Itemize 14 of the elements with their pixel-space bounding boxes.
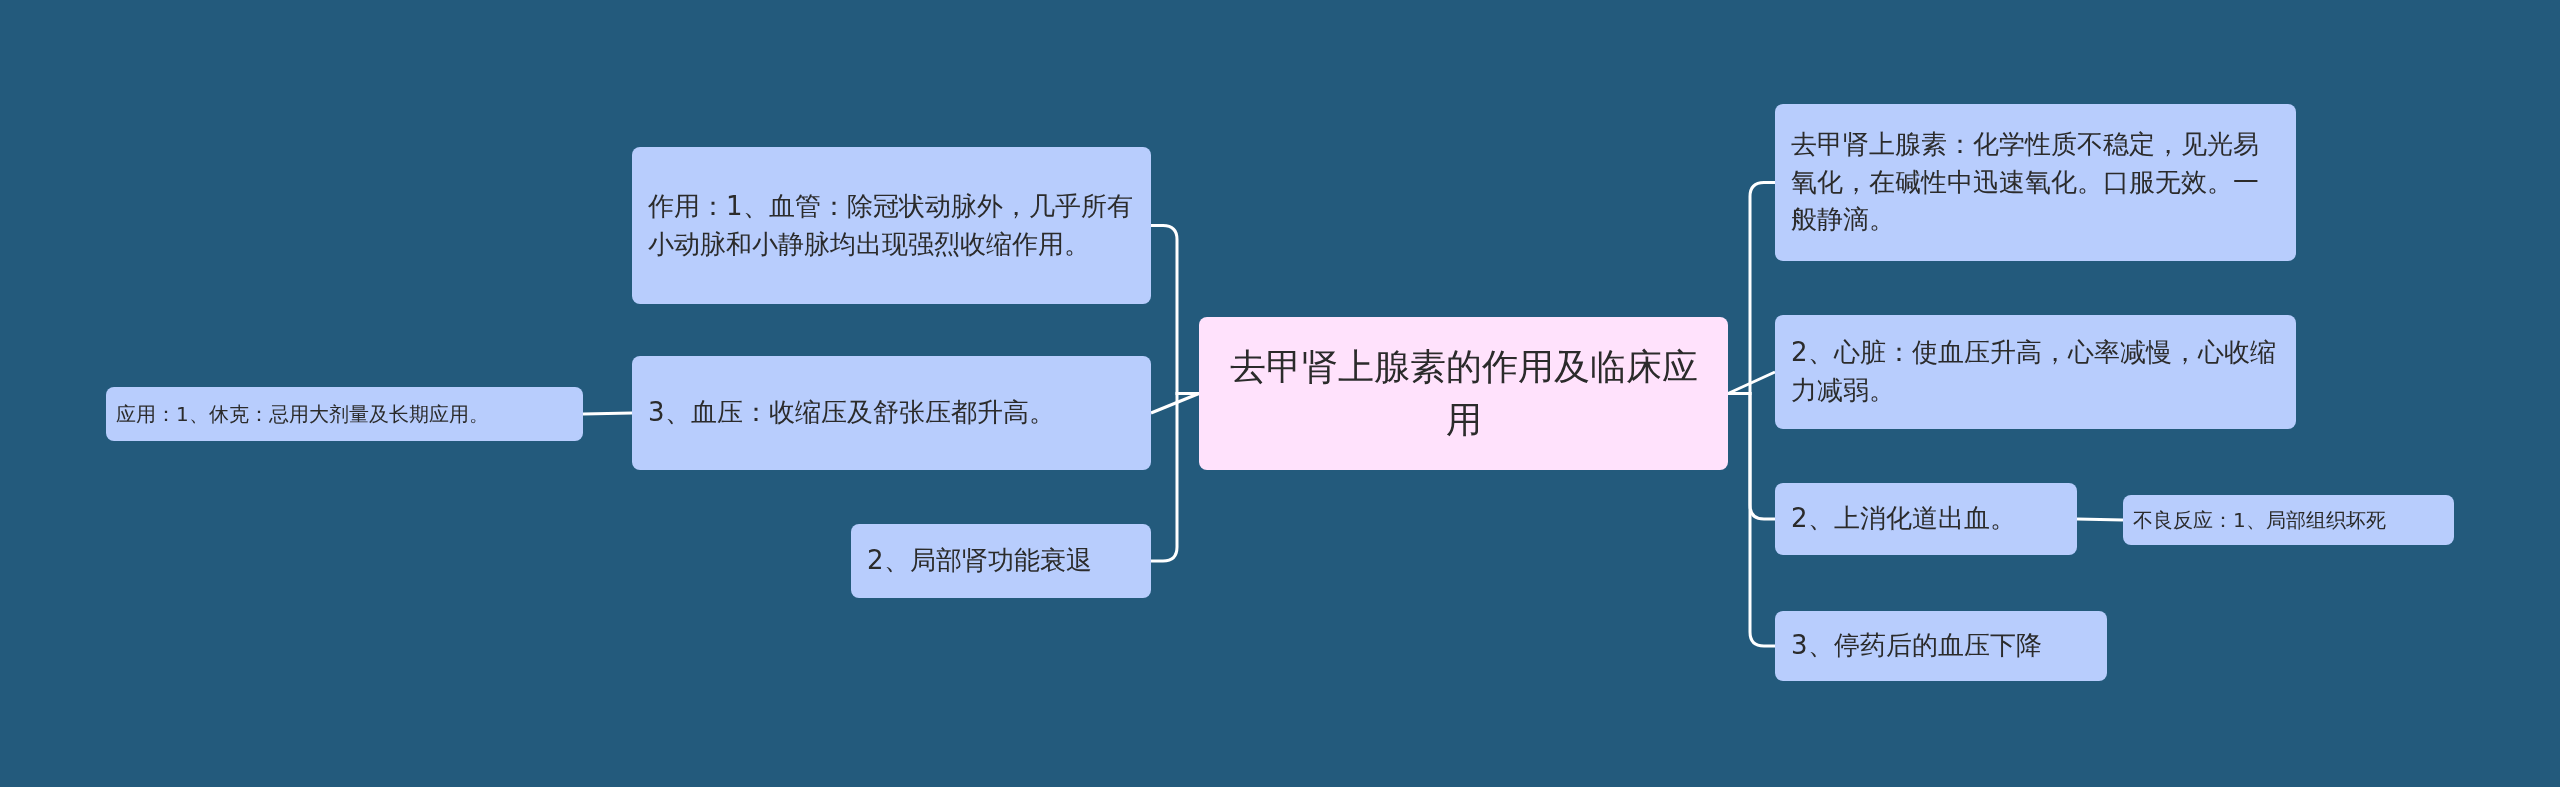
central-topic-box: 去甲肾上腺素的作用及临床应用: [1199, 317, 1728, 470]
topic-box: 去甲肾上腺素：化学性质不稳定，见光易氧化，在碱性中迅速氧化。口服无效。一般静滴。: [1775, 104, 2296, 261]
topic-box: 2、心脏：使血压升高，心率减慢，心收缩力减弱。: [1775, 315, 2296, 429]
topic-box: 2、局部肾功能衰退: [851, 524, 1151, 598]
connector-line: [1150, 392, 1200, 415]
topic-box: 2、上消化道出血。: [1775, 483, 2077, 555]
connector-line: [1727, 370, 1776, 395]
connector-line: [2076, 517, 2124, 522]
topic-box: 不良反应：1、局部组织坏死: [2123, 495, 2454, 545]
topic-box: 3、血压：收缩压及舒张压都升高。: [632, 356, 1151, 470]
topic-box: 3、停药后的血压下降: [1775, 611, 2107, 681]
topic-box: 应用：1、休克：忌用大剂量及长期应用。: [106, 387, 583, 441]
connector-line: [582, 411, 633, 416]
topic-box: 作用：1、血管：除冠状动脉外，几乎所有小动脉和小静脉均出现强烈收缩作用。: [632, 147, 1151, 304]
